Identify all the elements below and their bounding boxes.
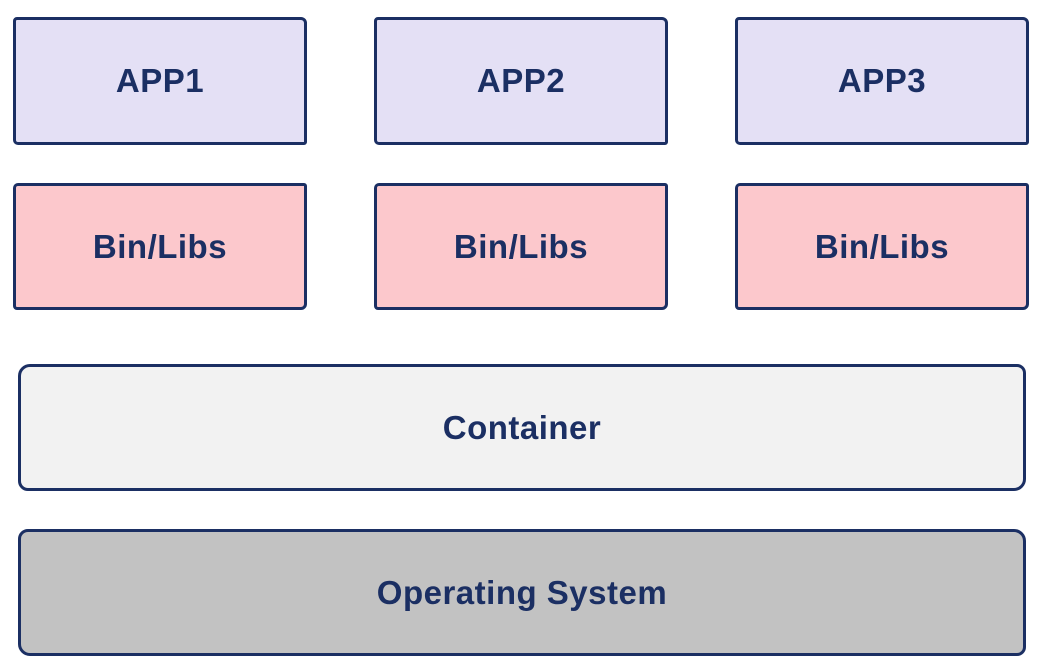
app2-box: APP2 — [374, 17, 668, 145]
app1-label: APP1 — [115, 62, 205, 99]
operating-system-layer: Operating System — [18, 529, 1026, 656]
binlibs1-box: Bin/Libs — [13, 183, 307, 310]
operating-system-label: Operating System — [376, 573, 668, 611]
container-layer: Container — [18, 364, 1026, 491]
app1-box: APP1 — [13, 17, 307, 145]
binlibs3-box: Bin/Libs — [735, 183, 1029, 310]
binlibs2-label: Bin/Libs — [453, 227, 589, 265]
container-label: Container — [442, 408, 602, 446]
app3-label: APP3 — [837, 62, 927, 99]
binlibs2-box: Bin/Libs — [374, 183, 668, 310]
app3-box: APP3 — [735, 17, 1029, 145]
app2-label: APP2 — [476, 62, 566, 99]
binlibs1-label: Bin/Libs — [92, 227, 228, 265]
binlibs3-label: Bin/Libs — [814, 227, 950, 265]
